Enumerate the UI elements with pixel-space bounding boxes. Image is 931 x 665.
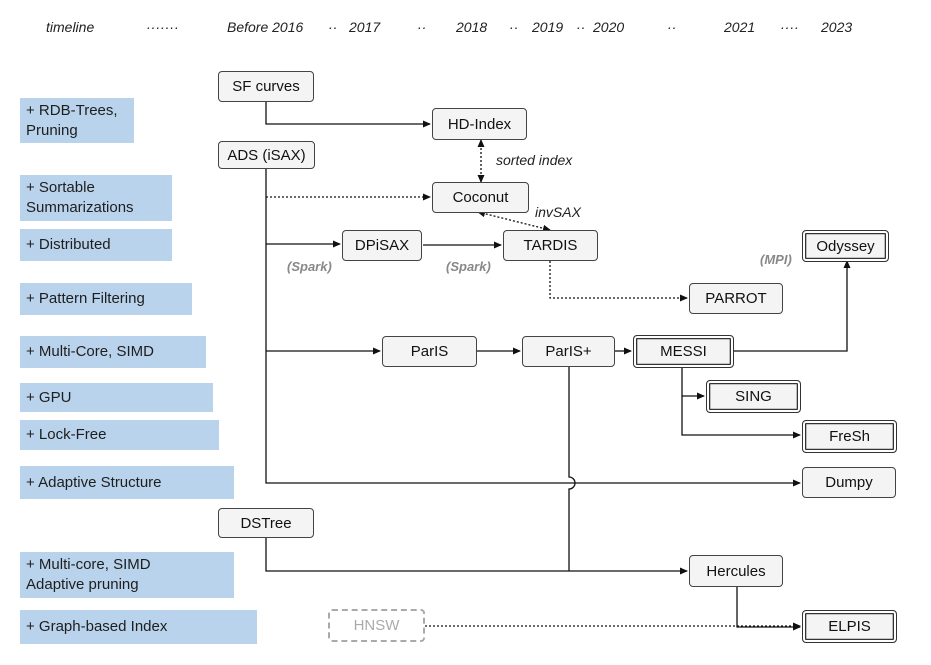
node-hercules: Hercules: [689, 555, 783, 587]
label-spark-2: (Spark): [446, 259, 491, 274]
timeline-dots: ··: [417, 19, 427, 35]
feature-label: + Sortable Summarizations: [26, 179, 134, 216]
node-elpis: ELPIS: [802, 610, 897, 643]
timeline-dots: ····: [780, 19, 799, 35]
label-mpi: (MPI): [760, 252, 792, 267]
feature-gpu: + GPU: [20, 383, 213, 412]
node-paris: ParIS: [382, 336, 477, 367]
timeline-2021: 2021: [724, 19, 756, 35]
node-hnsw: HNSW: [328, 609, 425, 642]
timeline-2023: 2023: [821, 19, 853, 35]
feature-graph-based-index: + Graph-based Index: [20, 610, 257, 644]
timeline-2017: 2017: [349, 19, 381, 35]
node-dstree: DSTree: [218, 508, 314, 538]
edge-coconut-tardis: [477, 210, 551, 232]
feature-label: + Multi-Core, SIMD: [26, 343, 154, 360]
node-messi: MESSI: [633, 335, 734, 368]
node-label: HNSW: [353, 617, 400, 634]
node-label: MESSI: [660, 343, 707, 360]
timeline-dots: ··: [509, 19, 519, 35]
node-label: Coconut: [452, 189, 509, 206]
node-label: PARROT: [705, 290, 767, 307]
node-parrot: PARROT: [689, 283, 783, 314]
node-label: DSTree: [240, 514, 292, 532]
edge-messi-sing: [681, 367, 705, 400]
feature-label: + RDB-Trees, Pruning: [26, 101, 118, 139]
feature-multi-core-adaptive-pruning: + Multi-core, SIMD Adaptive pruning: [20, 552, 234, 598]
node-label: DPiSAX: [354, 237, 410, 254]
node-label: SF curves: [232, 78, 300, 95]
node-label: TARDIS: [523, 237, 578, 254]
feature-label: + Graph-based Index: [26, 618, 168, 635]
node-label: ADS (iSAX): [227, 146, 306, 164]
timeline-2020: 2020: [593, 19, 625, 35]
node-ads-isax: ADS (iSAX): [218, 141, 315, 169]
feature-pattern-filtering: + Pattern Filtering: [20, 283, 192, 315]
node-dpisax: DPiSAX: [342, 230, 422, 261]
node-dumpy: Dumpy: [802, 467, 896, 498]
feature-adaptive-structure: + Adaptive Structure: [20, 466, 234, 499]
node-hd-index: HD-Index: [432, 108, 527, 140]
feature-multi-core-simd: + Multi-Core, SIMD: [20, 336, 206, 368]
feature-lock-free: + Lock-Free: [20, 420, 219, 450]
edge-messi-odyssey: [734, 260, 851, 352]
node-label: SING: [735, 388, 772, 405]
feature-label: + GPU: [26, 388, 72, 406]
label-invsax: invSAX: [535, 204, 581, 220]
timeline-2019: 2019: [532, 19, 564, 35]
timeline-label: timeline: [46, 19, 95, 35]
node-coconut: Coconut: [432, 182, 529, 213]
edge-hercules-elpis: [736, 587, 801, 631]
label-spark-1: (Spark): [287, 259, 332, 274]
timeline-2018: 2018: [456, 19, 488, 35]
timeline-dots: ·······: [146, 19, 179, 35]
node-label: ParIS+: [545, 343, 592, 360]
node-odyssey: Odyssey: [802, 230, 889, 262]
node-sf-curves: SF curves: [218, 71, 314, 102]
node-label: Dumpy: [825, 474, 873, 491]
timeline-before-2016: Before 2016: [227, 19, 304, 35]
node-sing: SING: [706, 380, 801, 413]
node-fresh: FreSh: [802, 420, 897, 453]
feature-label: + Pattern Filtering: [26, 290, 145, 307]
feature-sortable: + Sortable Summarizations: [20, 175, 172, 221]
feature-rdb-trees: + RDB-Trees, Pruning: [20, 98, 134, 143]
node-label: HD-Index: [447, 115, 512, 133]
timeline-dots: ··: [667, 19, 677, 35]
node-label: ELPIS: [828, 618, 871, 635]
feature-label: + Adaptive Structure: [26, 473, 162, 491]
timeline-dots: ··: [576, 19, 586, 35]
feature-label: + Multi-core, SIMD Adaptive pruning: [26, 556, 151, 593]
node-label: Odyssey: [816, 237, 875, 255]
node-paris-plus: ParIS+: [522, 336, 615, 367]
node-label: Hercules: [706, 562, 766, 580]
edge-parisplus-down: [568, 367, 576, 571]
label-sorted-index: sorted index: [496, 152, 573, 168]
edge-dstree-hercules: [265, 538, 688, 575]
node-tardis: TARDIS: [503, 230, 598, 261]
feature-label: + Distributed: [26, 236, 111, 253]
edge-tardis-parrot: [549, 261, 688, 302]
edge-messi-fresh: [681, 396, 801, 439]
feature-label: + Lock-Free: [26, 426, 107, 443]
edge-sf-hdindex: [265, 102, 431, 128]
edge-ads-trunk: [265, 168, 801, 487]
node-label: FreSh: [829, 428, 870, 445]
feature-distributed: + Distributed: [20, 229, 172, 261]
node-label: ParIS: [410, 343, 449, 360]
timeline-dots: ··: [328, 19, 338, 35]
